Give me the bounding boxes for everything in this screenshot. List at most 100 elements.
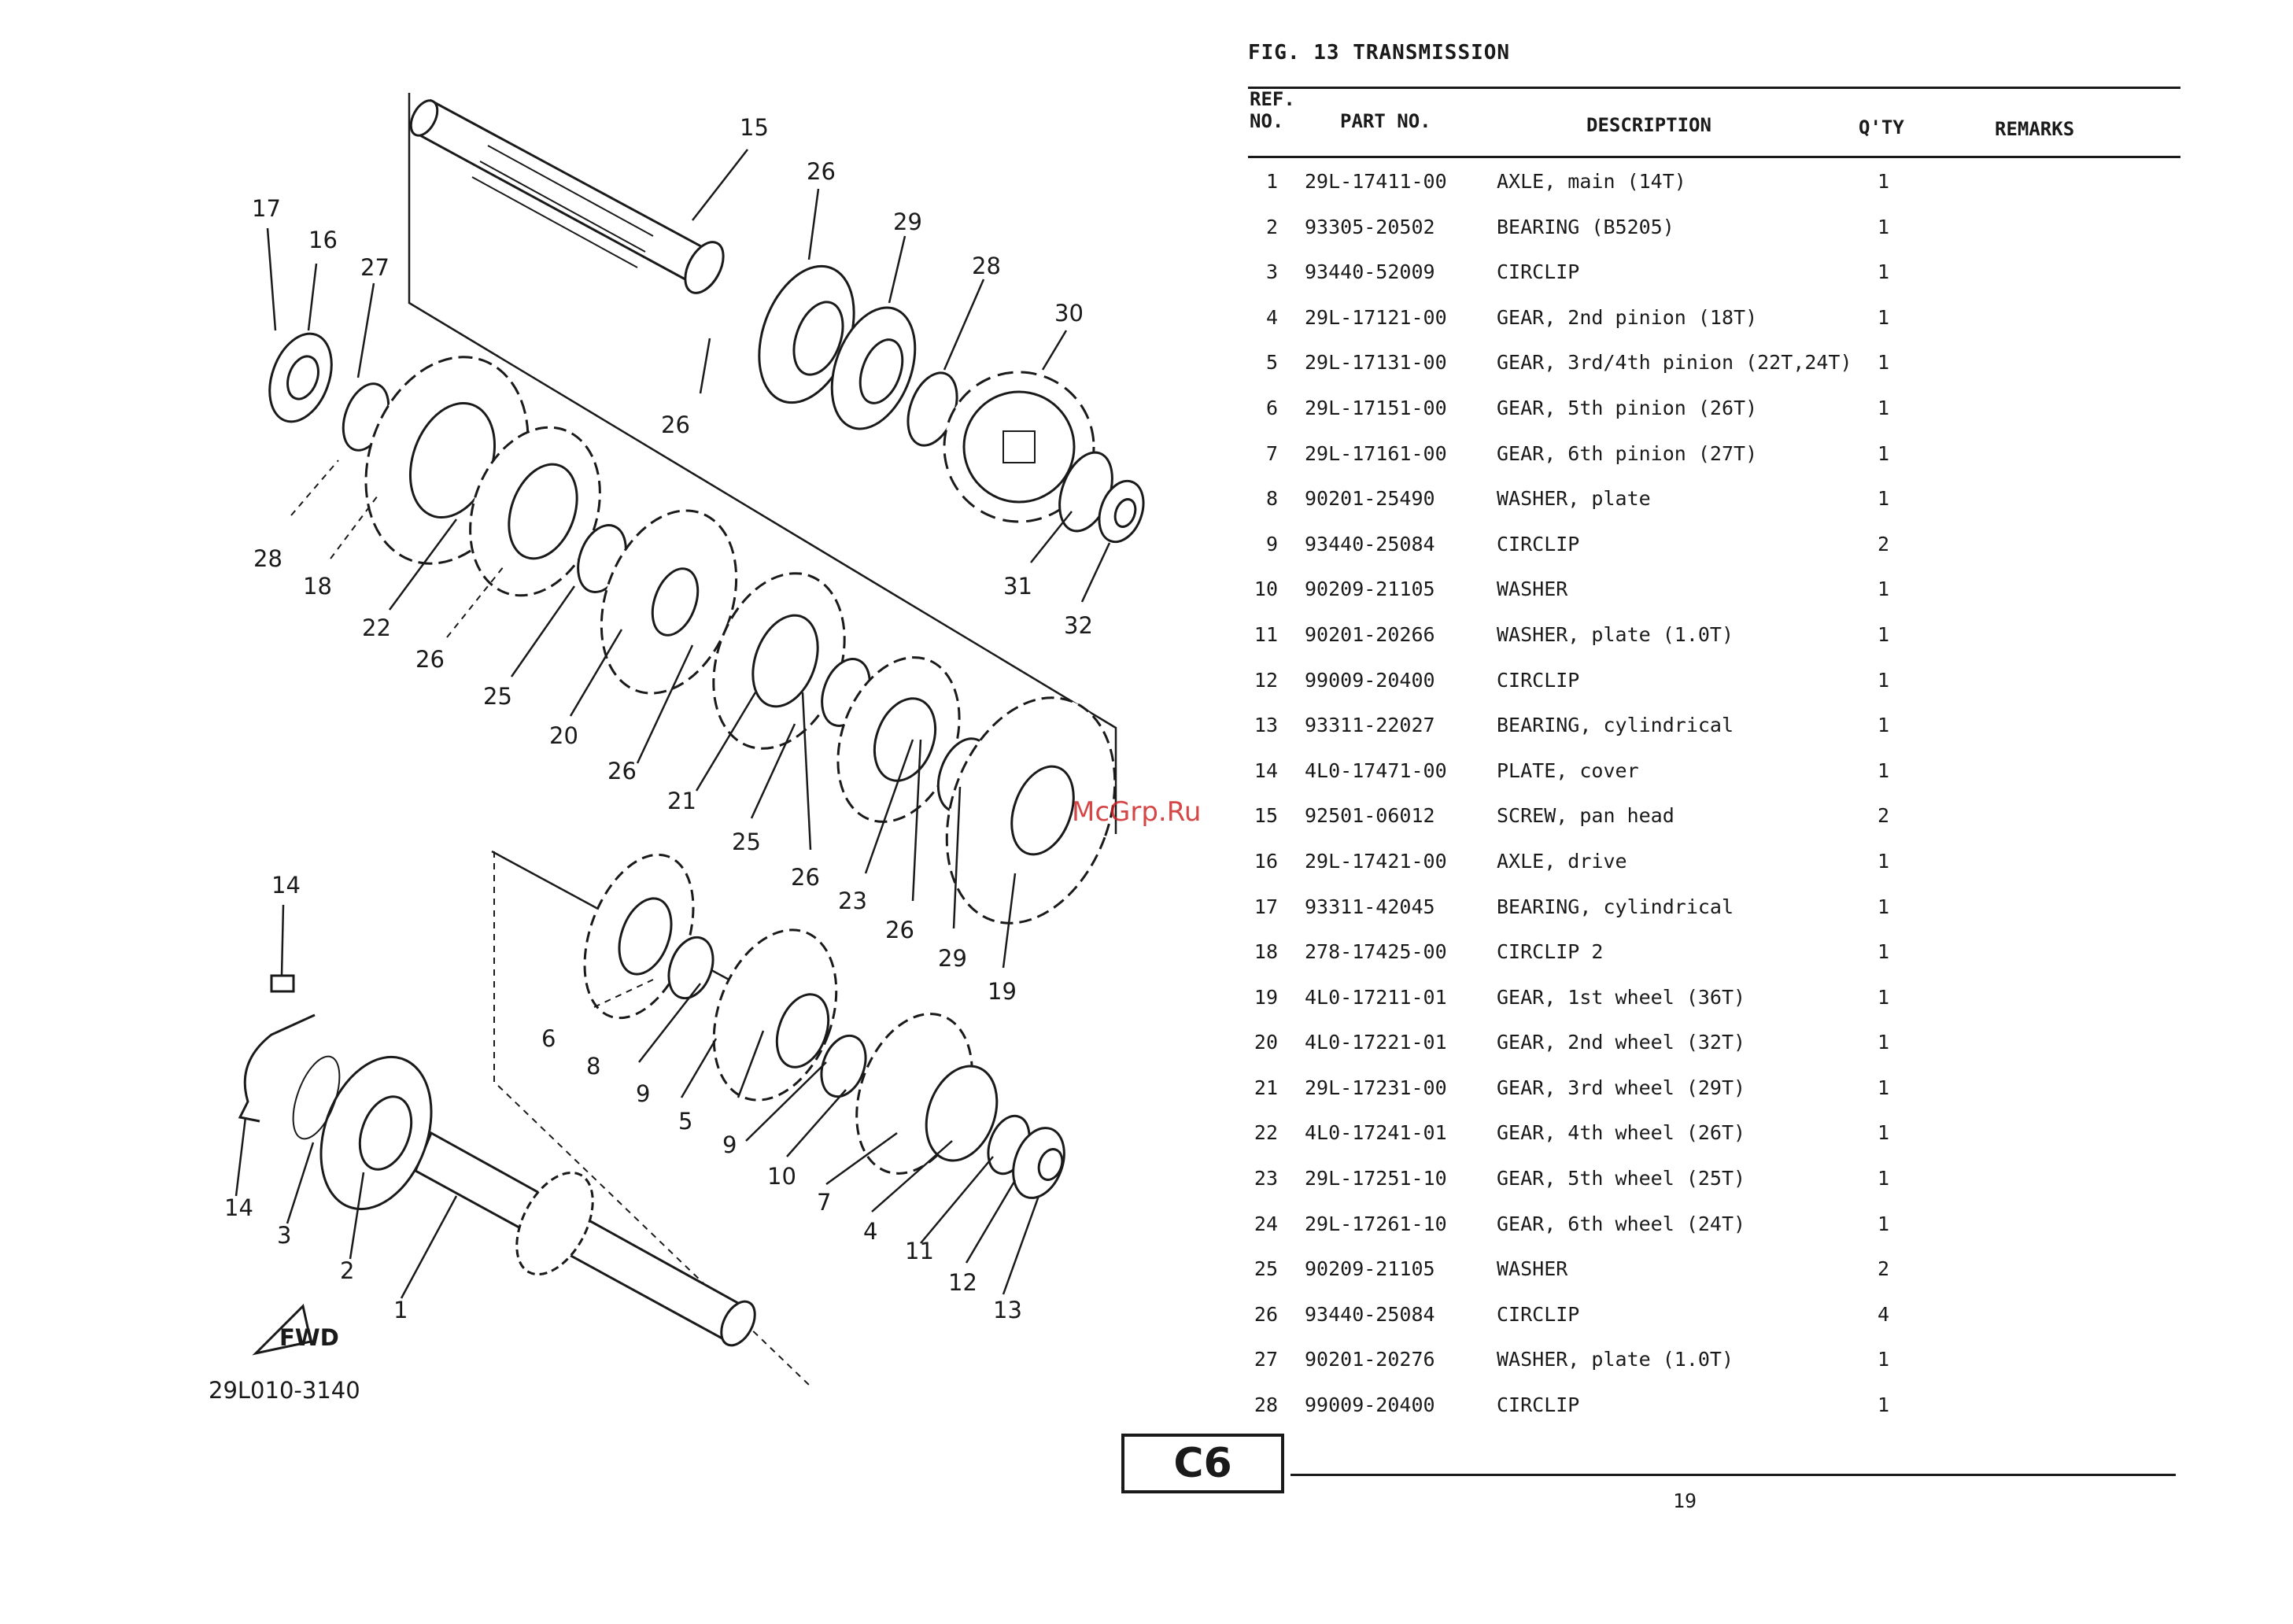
ref-cell: 25 (1254, 1257, 1278, 1281)
description-cell: WASHER, plate (1.0T) (1497, 1348, 1734, 1371)
description-cell: GEAR, 4th wheel (26T) (1497, 1121, 1746, 1145)
description-cell: WASHER, plate (1.0T) (1497, 622, 1734, 646)
qty-cell: 1 (1878, 985, 1890, 1009)
part-no-cell: 90201-25490 (1305, 487, 1435, 511)
callout-9-b: 9 (722, 1131, 737, 1158)
part-no-cell: 4L0-17211-01 (1305, 985, 1447, 1009)
callout-22: 21 (667, 788, 696, 814)
description-cell: WASHER, plate (1497, 487, 1651, 511)
upper-assembly-outline (408, 93, 1117, 834)
figure-title: FIG. 13 TRANSMISSION (1248, 41, 1511, 65)
part-no-cell: 93305-20502 (1305, 215, 1435, 238)
qty-cell: 1 (1878, 396, 1890, 419)
header-part-no: PART NO. (1340, 110, 1431, 132)
qty-cell: 1 (1878, 940, 1890, 964)
part-no-cell: 93311-42045 (1305, 895, 1435, 918)
callout-17: 16 (308, 227, 338, 253)
callout-6: 6 (541, 1025, 556, 1052)
part-no-cell: 29L-17131-00 (1305, 351, 1447, 375)
description-cell: SCREW, pan head (1497, 804, 1675, 828)
callout-12: 12 (948, 1269, 977, 1296)
header-remarks: REMARKS (1995, 118, 2075, 140)
ref-cell: 8 (1265, 487, 1278, 511)
part-no-cell: 93311-22027 (1305, 714, 1435, 737)
callout-8: 8 (586, 1053, 600, 1080)
description-cell: CIRCLIP (1497, 1302, 1580, 1326)
ref-cell: 2 (1265, 215, 1278, 238)
header-qty: Q'TY (1859, 116, 1904, 138)
part-no-cell: 92501-06012 (1305, 804, 1435, 828)
callout-30: 26 (807, 158, 836, 185)
callout-14: 14 (224, 1194, 253, 1221)
part-no-cell: 99009-20400 (1305, 1393, 1435, 1417)
callout-9-a: 9 (636, 1080, 650, 1107)
callout-24: 23 (838, 888, 867, 914)
ref-cell: 1 (1265, 170, 1278, 193)
callout-18: 17 (252, 195, 281, 222)
description-cell: PLATE, cover (1497, 758, 1639, 782)
callout-4: 4 (863, 1218, 877, 1245)
description-cell: CIRCLIP (1497, 668, 1580, 692)
callout-19: 18 (303, 573, 332, 600)
qty-cell: 1 (1878, 1121, 1890, 1145)
ref-cell: 26 (1254, 1302, 1278, 1326)
callout-28: 27 (360, 254, 390, 281)
part-no-cell: 99009-20400 (1305, 668, 1435, 692)
ref-cell: 21 (1254, 1076, 1278, 1099)
part-no-cell: 93440-52009 (1305, 260, 1435, 284)
ref-cell: 13 (1254, 714, 1278, 737)
part-no-cell: 4L0-17221-01 (1305, 1031, 1447, 1054)
description-cell: GEAR, 5th pinion (26T) (1497, 396, 1758, 419)
callout-2: 2 (340, 1257, 354, 1284)
table-top-rule (1248, 87, 2180, 89)
drawing-code: 29L010-3140 (209, 1377, 360, 1404)
ref-cell: 28 (1254, 1393, 1278, 1417)
callout-23: 22 (362, 615, 391, 641)
callout-25-b: 25 (732, 829, 761, 855)
description-cell: GEAR, 5th wheel (25T) (1497, 1167, 1746, 1190)
qty-cell: 2 (1878, 532, 1890, 555)
callout-29: 29 (938, 945, 967, 972)
callout-21: 20 (549, 722, 578, 749)
description-cell: WASHER (1497, 1257, 1568, 1281)
part-no-cell: 4L0-17241-01 (1305, 1121, 1447, 1145)
callout-26-b: 26 (607, 758, 637, 784)
qty-cell: 1 (1878, 1212, 1890, 1235)
callout-15: 14 (271, 872, 301, 899)
part-no-cell: 29L-17161-00 (1305, 441, 1447, 465)
main-axle-part (238, 974, 756, 1347)
ref-cell: 10 (1254, 578, 1278, 601)
ref-cell: 17 (1254, 895, 1278, 918)
qty-cell: 1 (1878, 1167, 1890, 1190)
callout-26-d: 26 (885, 917, 914, 943)
exploded-diagram: FWD 15 26 29 28 30 17 16 27 26 31 32 28 … (209, 93, 1145, 1404)
callout-7: 7 (817, 1189, 831, 1216)
description-cell: BEARING, cylindrical (1497, 714, 1734, 737)
qty-cell: 1 (1878, 895, 1890, 918)
bearing-33-part (830, 306, 917, 430)
part-no-cell: 29L-17151-00 (1305, 396, 1447, 419)
ref-cell: 14 (1254, 758, 1278, 782)
qty-cell: 1 (1878, 1031, 1890, 1054)
qty-cell: 1 (1878, 578, 1890, 601)
callout-31: 26 (661, 412, 690, 438)
callout-25-a: 25 (483, 683, 512, 710)
part-no-cell: 29L-17121-00 (1305, 305, 1447, 329)
part-no-cell: 29L-17251-10 (1305, 1167, 1447, 1190)
page-code-box: C6 (1121, 1434, 1284, 1493)
description-cell: GEAR, 2nd wheel (32T) (1497, 1031, 1746, 1054)
